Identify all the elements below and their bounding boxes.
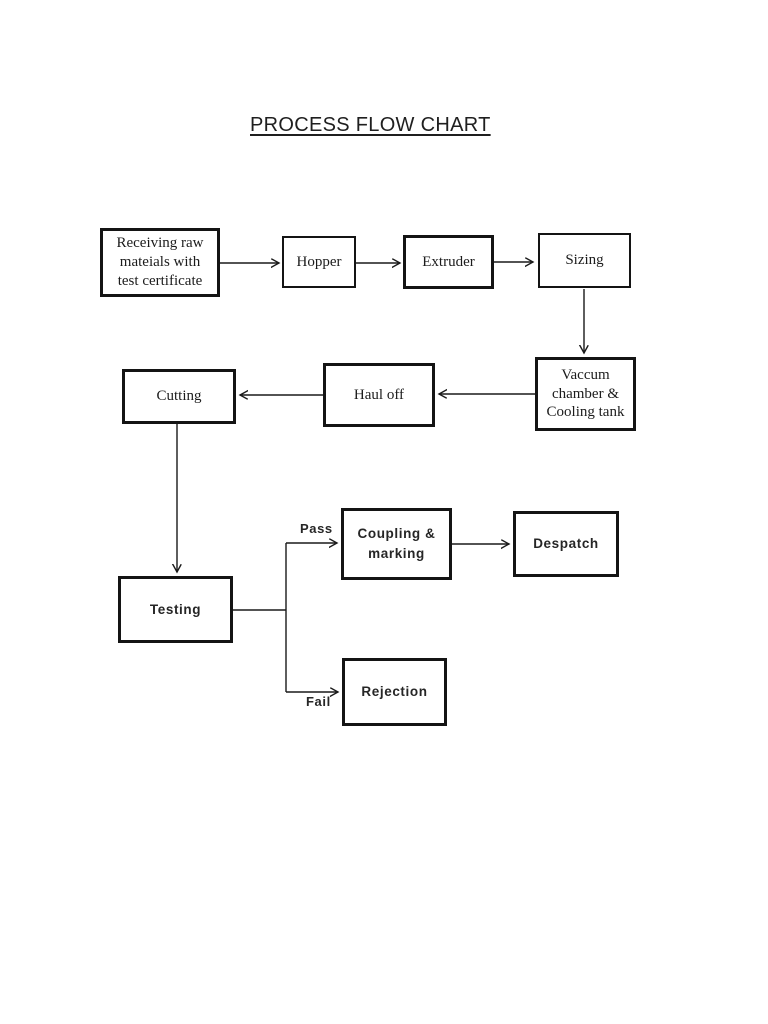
node-rejection: Rejection — [342, 658, 447, 726]
node-hopper-label: Hopper — [296, 253, 342, 270]
node-sizing: Sizing — [538, 233, 631, 288]
node-sizing-label: Sizing — [565, 252, 604, 269]
node-hauloff-label: Haul off — [353, 386, 405, 403]
node-rejection-label: Rejection — [361, 684, 428, 700]
node-extruder-label: Extruder — [422, 253, 475, 270]
node-vaccum-label: Vaccum chamber & Cooling tank — [546, 366, 625, 421]
node-coupling-label: Coupling & marking — [357, 526, 436, 561]
node-receiving-label: Receiving raw mateials with test certifi… — [116, 235, 204, 289]
node-cutting: Cutting — [122, 369, 236, 424]
node-haul-off: Haul off — [323, 363, 435, 427]
node-despatch-label: Despatch — [533, 536, 599, 552]
node-extruder: Extruder — [403, 235, 494, 289]
node-vaccum-chamber: Vaccum chamber & Cooling tank — [535, 357, 636, 431]
node-cutting-label: Cutting — [156, 388, 202, 405]
edge-label-pass: Pass — [300, 521, 333, 536]
node-receiving-raw-materials: Receiving raw mateials with test certifi… — [100, 228, 220, 297]
page-title: PROCESS FLOW CHART — [250, 114, 491, 136]
node-despatch: Despatch — [513, 511, 619, 577]
node-testing-label: Testing — [149, 601, 202, 617]
node-hopper: Hopper — [282, 236, 356, 288]
edge-label-fail: Fail — [306, 694, 331, 709]
node-testing: Testing — [118, 576, 233, 643]
node-coupling-marking: Coupling & marking — [341, 508, 452, 580]
